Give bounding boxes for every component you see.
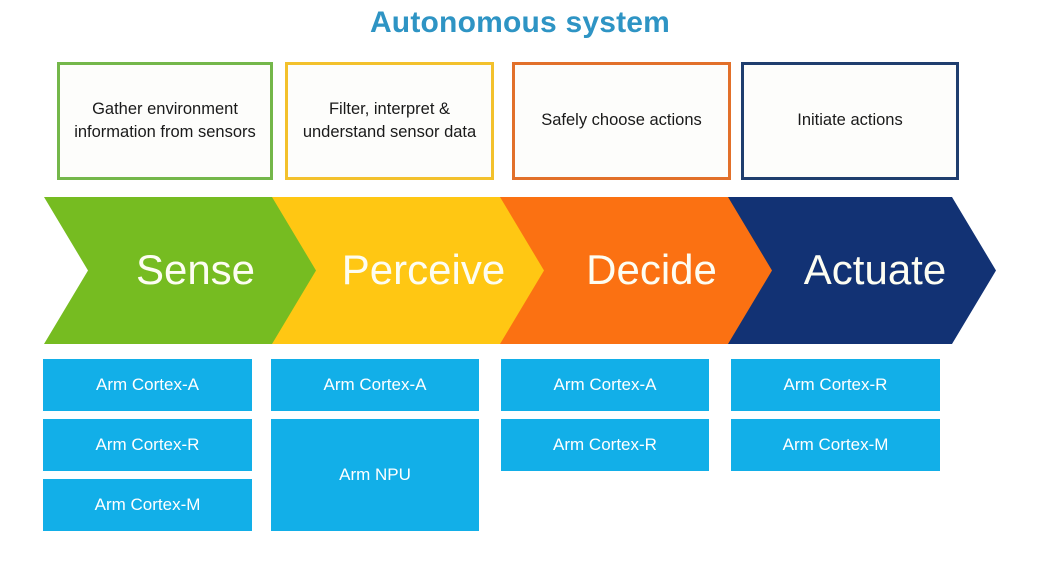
- stage-chevron-perceive: Perceive: [272, 197, 549, 344]
- stage-label: Perceive: [341, 245, 506, 293]
- description-text: Filter, interpret & understand sensor da…: [302, 99, 477, 141]
- stage-label: Decide: [586, 245, 717, 293]
- processor-chip: Arm Cortex-R: [501, 419, 709, 471]
- processor-chip: Arm NPU: [271, 419, 479, 531]
- processor-column-decide: Arm Cortex-A Arm Cortex-R: [501, 359, 709, 471]
- processor-chip: Arm Cortex-A: [271, 359, 479, 411]
- stage-label: Actuate: [803, 245, 947, 293]
- page-title: Autonomous system: [369, 6, 671, 39]
- processor-column-actuate: Arm Cortex-R Arm Cortex-M: [731, 359, 940, 471]
- description-box-actuate: Initiate actions: [741, 62, 959, 180]
- stage-chevron-sense: Sense: [44, 197, 321, 344]
- description-box-row: Gather environment information from sens…: [57, 62, 959, 180]
- processor-column-perceive: Arm Cortex-A Arm NPU: [271, 359, 479, 531]
- stage-label: Sense: [135, 245, 256, 293]
- description-box-decide: Safely choose actions: [512, 62, 731, 180]
- description-text: Safely choose actions: [541, 111, 702, 130]
- processor-chip: Arm Cortex-R: [43, 419, 252, 471]
- description-box-perceive: Filter, interpret & understand sensor da…: [285, 62, 494, 180]
- stage-chevron-decide: Decide: [500, 197, 777, 344]
- stage-chevron-actuate: Actuate: [728, 197, 996, 344]
- description-text: Initiate actions: [797, 111, 903, 130]
- processor-column-sense: Arm Cortex-A Arm Cortex-R Arm Cortex-M: [43, 359, 252, 531]
- description-box-sense: Gather environment information from sens…: [57, 62, 273, 180]
- description-text: Gather environment information from sens…: [74, 99, 256, 141]
- processor-chip-row: Arm Cortex-A Arm Cortex-R Arm Cortex-M A…: [43, 359, 998, 559]
- stage-chevron-row: Sense Perceive Decide Actuate: [0, 197, 1040, 347]
- processor-chip: Arm Cortex-A: [43, 359, 252, 411]
- processor-chip: Arm Cortex-M: [731, 419, 940, 471]
- processor-chip: Arm Cortex-R: [731, 359, 940, 411]
- processor-chip: Arm Cortex-M: [43, 479, 252, 531]
- processor-chip: Arm Cortex-A: [501, 359, 709, 411]
